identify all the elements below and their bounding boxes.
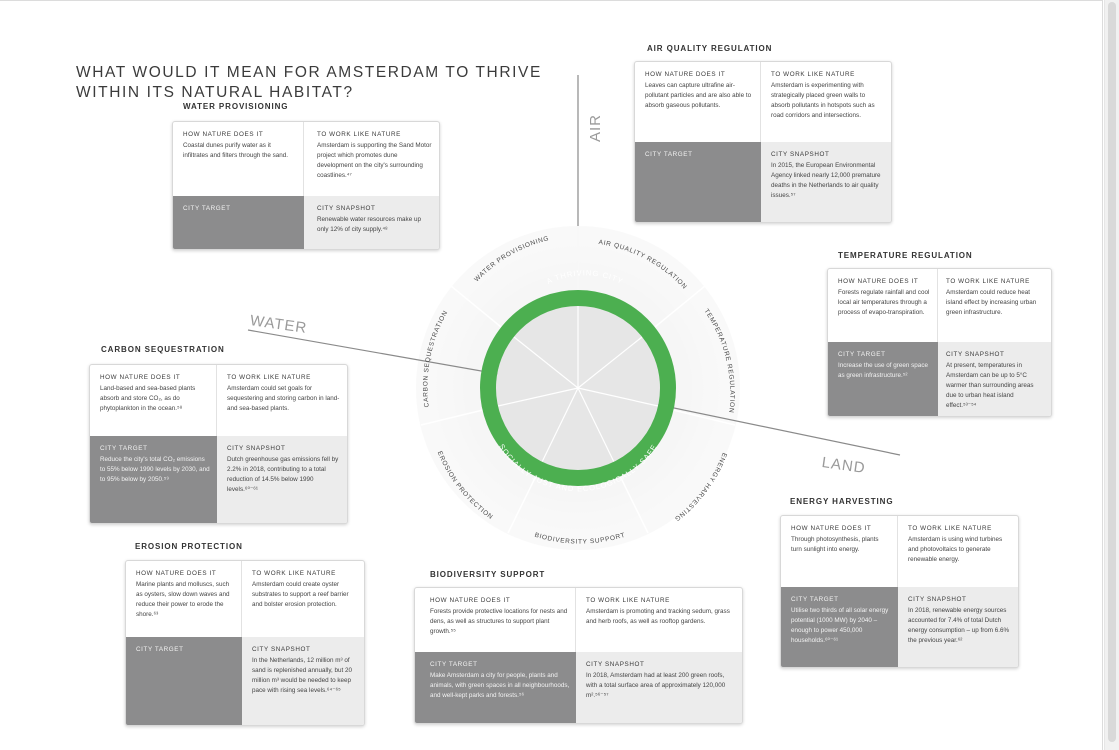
work-text: Amsterdam is using wind turbines and pho… (908, 536, 1003, 563)
how-text: Coastal dunes purify water as it infiltr… (183, 142, 289, 159)
inner-disc-spokes (497, 306, 659, 463)
work-text: Amsterdam is supporting the Sand Motor p… (317, 142, 432, 179)
section-title-water-provisioning: WATER PROVISIONING (183, 102, 289, 111)
snapshot-text: At present, temperatures in Amsterdam ca… (946, 362, 1034, 409)
thriving-city-ring (480, 290, 676, 486)
snapshot-text: In 2018, renewable energy sources accoun… (908, 607, 1010, 644)
target-label: CITY TARGET (838, 351, 886, 358)
target-text: Make Amsterdam a city for people, plants… (430, 672, 570, 699)
snapshot-text: In 2018, Amsterdam had at least 200 gree… (586, 672, 726, 699)
snapshot-label: CITY SNAPSHOT (771, 151, 830, 158)
card-air-quality: HOW NATURE DOES IT Leaves can capture ult… (634, 61, 892, 223)
section-title-energy: ENERGY HARVESTING (790, 497, 894, 506)
how-label: HOW NATURE DOES IT (100, 374, 181, 381)
snapshot-text: In 2015, the European Environmental Agen… (771, 162, 881, 199)
section-title-air-quality: AIR QUALITY REGULATION (647, 44, 773, 53)
work-text: Amsterdam could set goals for sequesteri… (227, 385, 340, 412)
section-title-temperature: TEMPERATURE REGULATION (838, 251, 973, 260)
snapshot-label: CITY SNAPSHOT (317, 205, 376, 212)
page-title-line-2: WITHIN ITS NATURAL HABITAT? (76, 84, 354, 102)
target-label: CITY TARGET (791, 596, 839, 603)
work-label: TO WORK LIKE NATURE (227, 374, 311, 381)
target-label: CITY TARGET (183, 205, 231, 212)
card-carbon: HOW NATURE DOES IT Land-based and sea-bas… (89, 364, 348, 524)
how-label: HOW NATURE DOES IT (136, 570, 217, 577)
how-label: HOW NATURE DOES IT (183, 131, 264, 138)
how-text: Marine plants and molluscs, such as oyst… (136, 581, 230, 618)
how-text: Leaves can capture ultrafine air-polluta… (645, 82, 752, 109)
section-title-carbon: CARBON SEQUESTRATION (101, 345, 225, 354)
snapshot-text: Dutch greenhouse gas emissions fell by 2… (227, 456, 339, 493)
card-biodiversity: HOW NATURE DOES IT Forests provide protec… (414, 587, 743, 724)
card-energy: HOW NATURE DOES IT Through photosynthesis… (780, 515, 1019, 668)
card-water-provisioning: HOW NATURE DOES IT Coastal dunes purify w… (172, 121, 440, 250)
target-text: Utilise two thirds of all solar energy p… (791, 607, 889, 644)
target-label: CITY TARGET (430, 661, 478, 668)
scrollbar-thumb[interactable] (1108, 2, 1116, 742)
work-text: Amsterdam is experimenting with strategi… (771, 82, 875, 119)
page-title: WHAT WOULD IT MEAN FOR AMSTERDAM TO THRI… (76, 63, 542, 103)
work-label: TO WORK LIKE NATURE (252, 570, 336, 577)
how-label: HOW NATURE DOES IT (430, 597, 511, 604)
target-label: CITY TARGET (136, 646, 184, 653)
scrollbar[interactable] (1104, 0, 1119, 750)
section-title-biodiversity: BIODIVERSITY SUPPORT (430, 570, 546, 579)
work-text: Amsterdam could create oyster substrates… (252, 581, 349, 608)
snapshot-label: CITY SNAPSHOT (252, 646, 311, 653)
snapshot-label: CITY SNAPSHOT (586, 661, 645, 668)
card-temperature: HOW NATURE DOES IT Forests regulate rainf… (827, 268, 1052, 417)
target-text: Reduce the city's total CO₂ emissions to… (100, 456, 210, 483)
work-label: TO WORK LIKE NATURE (771, 71, 855, 78)
outer-ring-spokes (420, 226, 736, 534)
axis-label-land: LAND (821, 454, 867, 477)
page-title-line-1: WHAT WOULD IT MEAN FOR AMSTERDAM TO THRI… (76, 64, 542, 82)
target-label: CITY TARGET (100, 445, 148, 452)
snapshot-label: CITY SNAPSHOT (946, 351, 1005, 358)
work-label: TO WORK LIKE NATURE (908, 525, 992, 532)
how-label: HOW NATURE DOES IT (645, 71, 726, 78)
how-text: Through photosynthesis, plants turn sunl… (791, 536, 879, 553)
target-text: Increase the use of green space as green… (838, 362, 928, 379)
axis-label-air: AIR (587, 114, 604, 142)
work-label: TO WORK LIKE NATURE (317, 131, 401, 138)
work-text: Amsterdam is promoting and tracking sedu… (586, 608, 730, 625)
snapshot-text: Renewable water resources make up only 1… (317, 216, 421, 233)
axis-label-water: WATER (249, 312, 308, 337)
how-text: Forests provide protective locations for… (430, 608, 568, 635)
how-text: Land-based and sea-based plants absorb a… (100, 385, 196, 412)
section-title-erosion: EROSION PROTECTION (135, 542, 243, 551)
card-erosion: HOW NATURE DOES IT Marine plants and moll… (125, 560, 365, 726)
snapshot-label: CITY SNAPSHOT (227, 445, 286, 452)
how-label: HOW NATURE DOES IT (838, 278, 919, 285)
target-label: CITY TARGET (645, 151, 693, 158)
work-label: TO WORK LIKE NATURE (946, 278, 1030, 285)
how-label: HOW NATURE DOES IT (791, 525, 872, 532)
how-text: Forests regulate rainfall and cool local… (838, 289, 930, 316)
snapshot-text: In the Netherlands, 12 million m³ of san… (252, 657, 353, 694)
work-text: Amsterdam could reduce heat island effec… (946, 289, 1037, 316)
snapshot-label: CITY SNAPSHOT (908, 596, 967, 603)
work-label: TO WORK LIKE NATURE (586, 597, 670, 604)
